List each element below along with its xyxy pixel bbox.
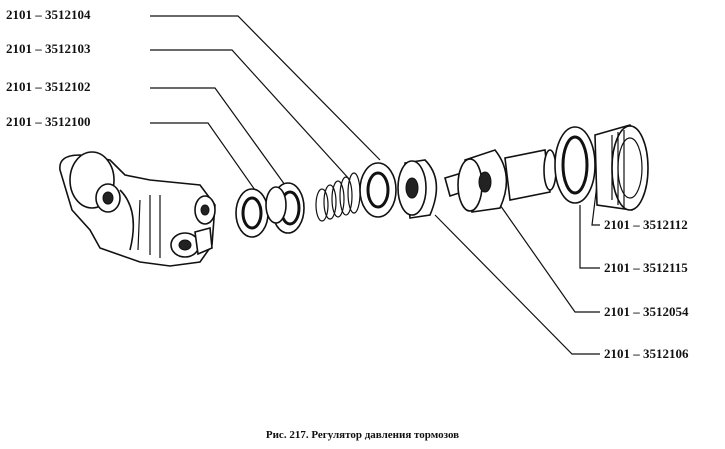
leader-3512115 bbox=[579, 205, 600, 269]
piston-3512054 bbox=[457, 149, 557, 213]
spring-3512103 bbox=[315, 172, 361, 222]
ring-3512106 bbox=[397, 159, 438, 219]
washer-3512115 bbox=[554, 126, 596, 204]
leader-3512106 bbox=[434, 214, 600, 355]
leader-3512102 bbox=[150, 87, 286, 186]
plug-3512112 bbox=[594, 124, 649, 211]
label-3512103: 2101 – 3512103 bbox=[6, 41, 91, 56]
label-3512102: 2101 – 3512102 bbox=[6, 79, 91, 94]
label-3512054: 2101 – 3512054 bbox=[604, 304, 689, 319]
label-3512104: 2101 – 3512104 bbox=[6, 7, 91, 22]
figure-caption: Рис. 217. Регулятор давления тормозов bbox=[265, 429, 460, 441]
label-3512100: 2101 – 3512100 bbox=[6, 114, 91, 129]
leader-3512100 bbox=[150, 122, 256, 191]
ring-3512102 bbox=[265, 182, 305, 234]
label-3512112: 2101 – 3512112 bbox=[604, 217, 688, 232]
seal-3512100 bbox=[235, 188, 269, 238]
cup-3512104 bbox=[359, 162, 397, 218]
leader-3512104 bbox=[150, 15, 381, 161]
regulator-body bbox=[59, 151, 216, 267]
label-3512115: 2101 – 3512115 bbox=[604, 260, 688, 275]
label-3512106: 2101 – 3512106 bbox=[604, 346, 689, 361]
leader-3512103 bbox=[150, 49, 351, 181]
leader-3512054 bbox=[499, 204, 600, 313]
